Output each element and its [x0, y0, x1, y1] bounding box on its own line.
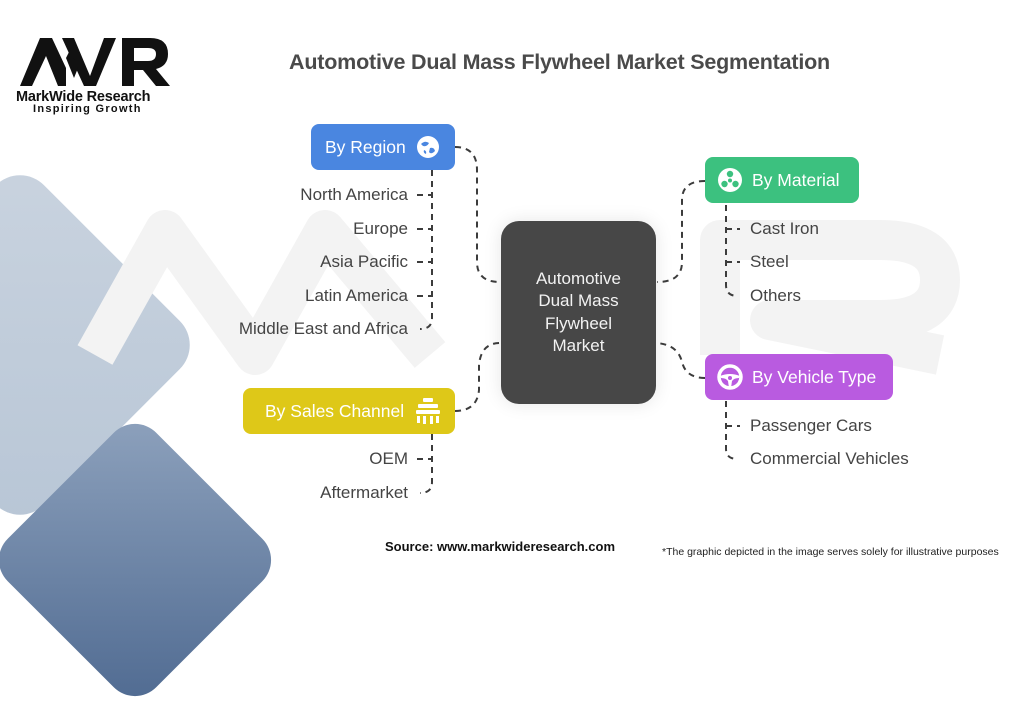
center-node: Automotive Dual Mass Flywheel Market	[501, 221, 656, 404]
segment-by-vehicle-type: By Vehicle Type	[705, 354, 893, 400]
connector-region-center	[454, 146, 501, 283]
globe-icon	[414, 133, 442, 161]
markwide-logo-icon	[20, 38, 170, 86]
segment-label: By Vehicle Type	[752, 366, 877, 387]
region-item: North America	[300, 185, 408, 204]
molecule-icon	[716, 166, 744, 194]
page-title: Automotive Dual Mass Flywheel Market Seg…	[289, 50, 830, 74]
connector-material-center	[656, 180, 706, 283]
segment-label: By Material	[752, 169, 840, 190]
disclaimer-note: *The graphic depicted in the image serve…	[662, 546, 999, 558]
segment-by-region: By Region	[311, 124, 455, 170]
connector-vehicle-items	[725, 401, 739, 460]
vehicle-type-item: Commercial Vehicles	[750, 449, 909, 468]
region-item: Middle East and Africa	[238, 319, 408, 338]
segment-by-sales-channel: By Sales Channel	[243, 388, 455, 434]
sales-channel-item: OEM	[369, 449, 408, 468]
segment-label: By Sales Channel	[265, 400, 405, 421]
region-item: Europe	[353, 219, 408, 238]
segment-by-material: By Material	[705, 157, 859, 203]
material-item: Cast Iron	[750, 219, 819, 238]
source-text: Source: www.markwideresearch.com	[385, 539, 616, 554]
vehicle-type-item: Passenger Cars	[750, 416, 872, 435]
network-icon	[414, 397, 442, 425]
segment-label: By Region	[325, 136, 406, 157]
connector-vehicle-center	[656, 342, 706, 379]
material-item: Steel	[750, 252, 789, 271]
brand-tagline: Inspiring Growth	[33, 103, 142, 115]
region-item: Asia Pacific	[320, 252, 408, 271]
region-item: Latin America	[305, 286, 408, 305]
center-node-label: Automotive Dual Mass Flywheel Market	[535, 268, 622, 356]
brand-name: MarkWide Research	[16, 89, 151, 105]
connector-sales-items	[419, 434, 433, 494]
connector-region-items	[419, 170, 433, 330]
connector-lines	[417, 146, 740, 494]
connector-sales-center	[454, 342, 501, 412]
steering-wheel-icon	[716, 363, 744, 391]
connector-material-items	[725, 205, 739, 297]
sales-channel-item: Aftermarket	[320, 483, 408, 502]
material-item: Others	[750, 286, 802, 305]
